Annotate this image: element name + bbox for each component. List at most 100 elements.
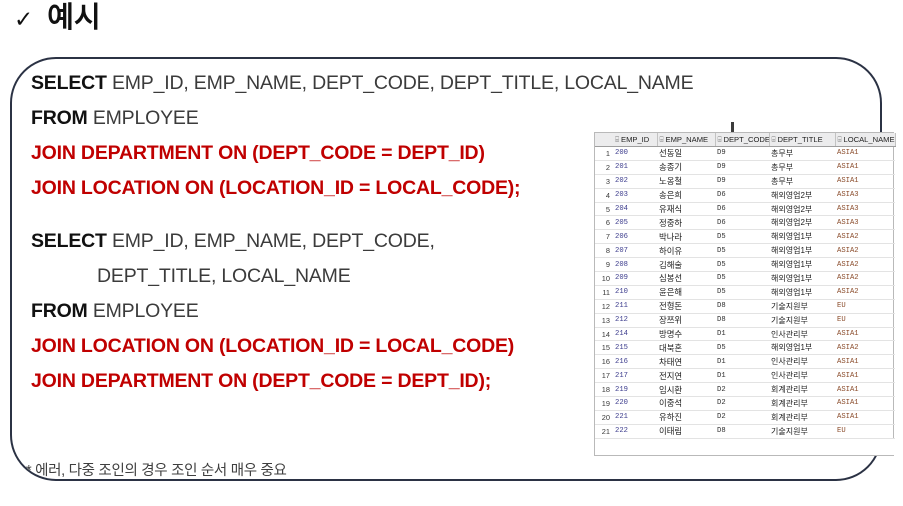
filler-cell: [613, 437, 657, 455]
sql-line-8-join-location: JOIN LOCATION ON (LOCATION_ID = LOCAL_CO…: [31, 335, 515, 357]
cell-emp-id: 209: [615, 274, 628, 283]
cell-dept-title: 해외영업2부: [771, 190, 813, 200]
cell-dept-title: 해외영업1부: [771, 260, 813, 270]
cell-emp-name: 노옹철: [659, 176, 683, 187]
cell-dept-title: 총무부: [771, 162, 794, 172]
cell-dept-title: 총무부: [771, 176, 794, 186]
cell-emp-name: 전지연: [659, 370, 683, 381]
cell-local-name: ASIA2: [837, 274, 859, 283]
header-row: ⌸EMP_ID ⌸EMP_NAME ⌸DEPT_CODE ⌸DEPT_TITLE…: [595, 133, 896, 147]
column-key-icon: ⌸: [615, 136, 620, 143]
row-number-cell: 14: [601, 329, 610, 339]
cell-emp-id: 204: [615, 205, 628, 213]
cell-emp-name: 송은희: [659, 190, 683, 201]
sql-code-block: SELECT EMP_ID, EMP_NAME, DEPT_CODE, DEPT…: [31, 66, 694, 399]
sql-line-1: SELECT EMP_ID, EMP_NAME, DEPT_CODE, DEPT…: [31, 66, 694, 101]
cell-dept-code: D9: [717, 163, 726, 172]
cell-emp-id: 202: [615, 177, 628, 186]
column-key-icon: ⌸: [659, 136, 664, 143]
cell-emp-id: 219: [615, 385, 628, 394]
cell-local-name: EU: [837, 427, 846, 436]
checkmark-icon: ✓: [14, 6, 34, 32]
cell-dept-code: D1: [717, 357, 726, 366]
cell-dept-code: D5: [717, 288, 726, 297]
sql-line-2: FROM EMPLOYEE: [31, 101, 631, 136]
filler-cell: [835, 437, 895, 455]
column-header-dept-title[interactable]: ⌸DEPT_TITLE: [769, 133, 836, 147]
cell-emp-name: 방명수: [659, 329, 683, 340]
sql-keyword-select-2: SELECT: [31, 230, 107, 252]
cell-local-name: ASIA1: [837, 399, 859, 408]
column-header-emp-id[interactable]: ⌸EMP_ID: [613, 133, 658, 147]
cell-dept-title: 해외영업1부: [771, 232, 813, 242]
column-header-local-name[interactable]: ⌸LOCAL_NAME: [835, 133, 896, 147]
column-header-emp-name[interactable]: ⌸EMP_NAME: [657, 133, 716, 147]
cell-dept-title: 기술지원부: [771, 301, 808, 311]
cell-emp-id: 215: [615, 343, 628, 352]
cell-dept-title: 인사관리부: [771, 371, 808, 381]
row-number-cell: 2: [605, 162, 610, 172]
query-result-grid[interactable]: ⌸EMP_ID ⌸EMP_NAME ⌸DEPT_CODE ⌸DEPT_TITLE…: [594, 132, 896, 456]
cell-dept-title: 기술지원부: [771, 315, 808, 325]
cell-dept-title: 해외영업2부: [771, 218, 813, 228]
cell-local-name: ASIA1: [837, 149, 859, 158]
cell-dept-code: D5: [717, 260, 726, 269]
cell-emp-name: 정중하: [659, 217, 683, 228]
cell-emp-id: 207: [615, 246, 628, 255]
sql-line-3-join-department: JOIN DEPARTMENT ON (DEPT_CODE = DEPT_ID): [31, 142, 485, 164]
cell-local-name: ASIA2: [837, 246, 859, 255]
cell-emp-id: 220: [615, 399, 628, 408]
cell-emp-name: 임시환: [659, 384, 683, 395]
row-number-cell: 5: [605, 204, 610, 214]
cell-local-name: ASIA1: [837, 385, 859, 394]
filler-cell: [715, 437, 769, 455]
cell-local-name: ASIA3: [837, 218, 859, 227]
sql-blank-line: [31, 206, 631, 224]
cell-local-name: ASIA3: [837, 205, 859, 213]
row-number-cell: 4: [605, 190, 610, 200]
column-header-dept-code[interactable]: ⌸DEPT_CODE: [715, 133, 770, 147]
cell-dept-code: D9: [717, 149, 726, 158]
column-header-dept-code-label: DEPT_CODE: [723, 134, 769, 144]
sql-keyword-from-2: FROM: [31, 300, 88, 322]
cell-emp-id: 203: [615, 191, 628, 200]
result-table-foot: [595, 437, 895, 455]
cell-dept-code: D5: [717, 246, 726, 255]
filler-cell: [769, 437, 835, 455]
row-number-cell: 11: [602, 287, 610, 297]
cell-emp-name: 장쯔위: [659, 315, 683, 326]
cell-emp-id: 222: [615, 427, 628, 436]
row-number-cell: 10: [601, 273, 610, 283]
column-key-icon: ⌸: [837, 136, 842, 143]
row-number-cell: 15: [601, 343, 610, 353]
row-number-cell: 20: [601, 412, 610, 422]
cell-local-name: ASIA1: [837, 177, 859, 186]
row-number-cell: 19: [601, 398, 610, 408]
cell-local-name: EU: [837, 302, 846, 311]
sql-line-6-rest: DEPT_TITLE, LOCAL_NAME: [97, 265, 351, 287]
cell-dept-code: D6: [717, 205, 726, 213]
row-number-cell: 6: [605, 218, 610, 228]
cell-dept-title: 해외영업2부: [771, 204, 813, 214]
